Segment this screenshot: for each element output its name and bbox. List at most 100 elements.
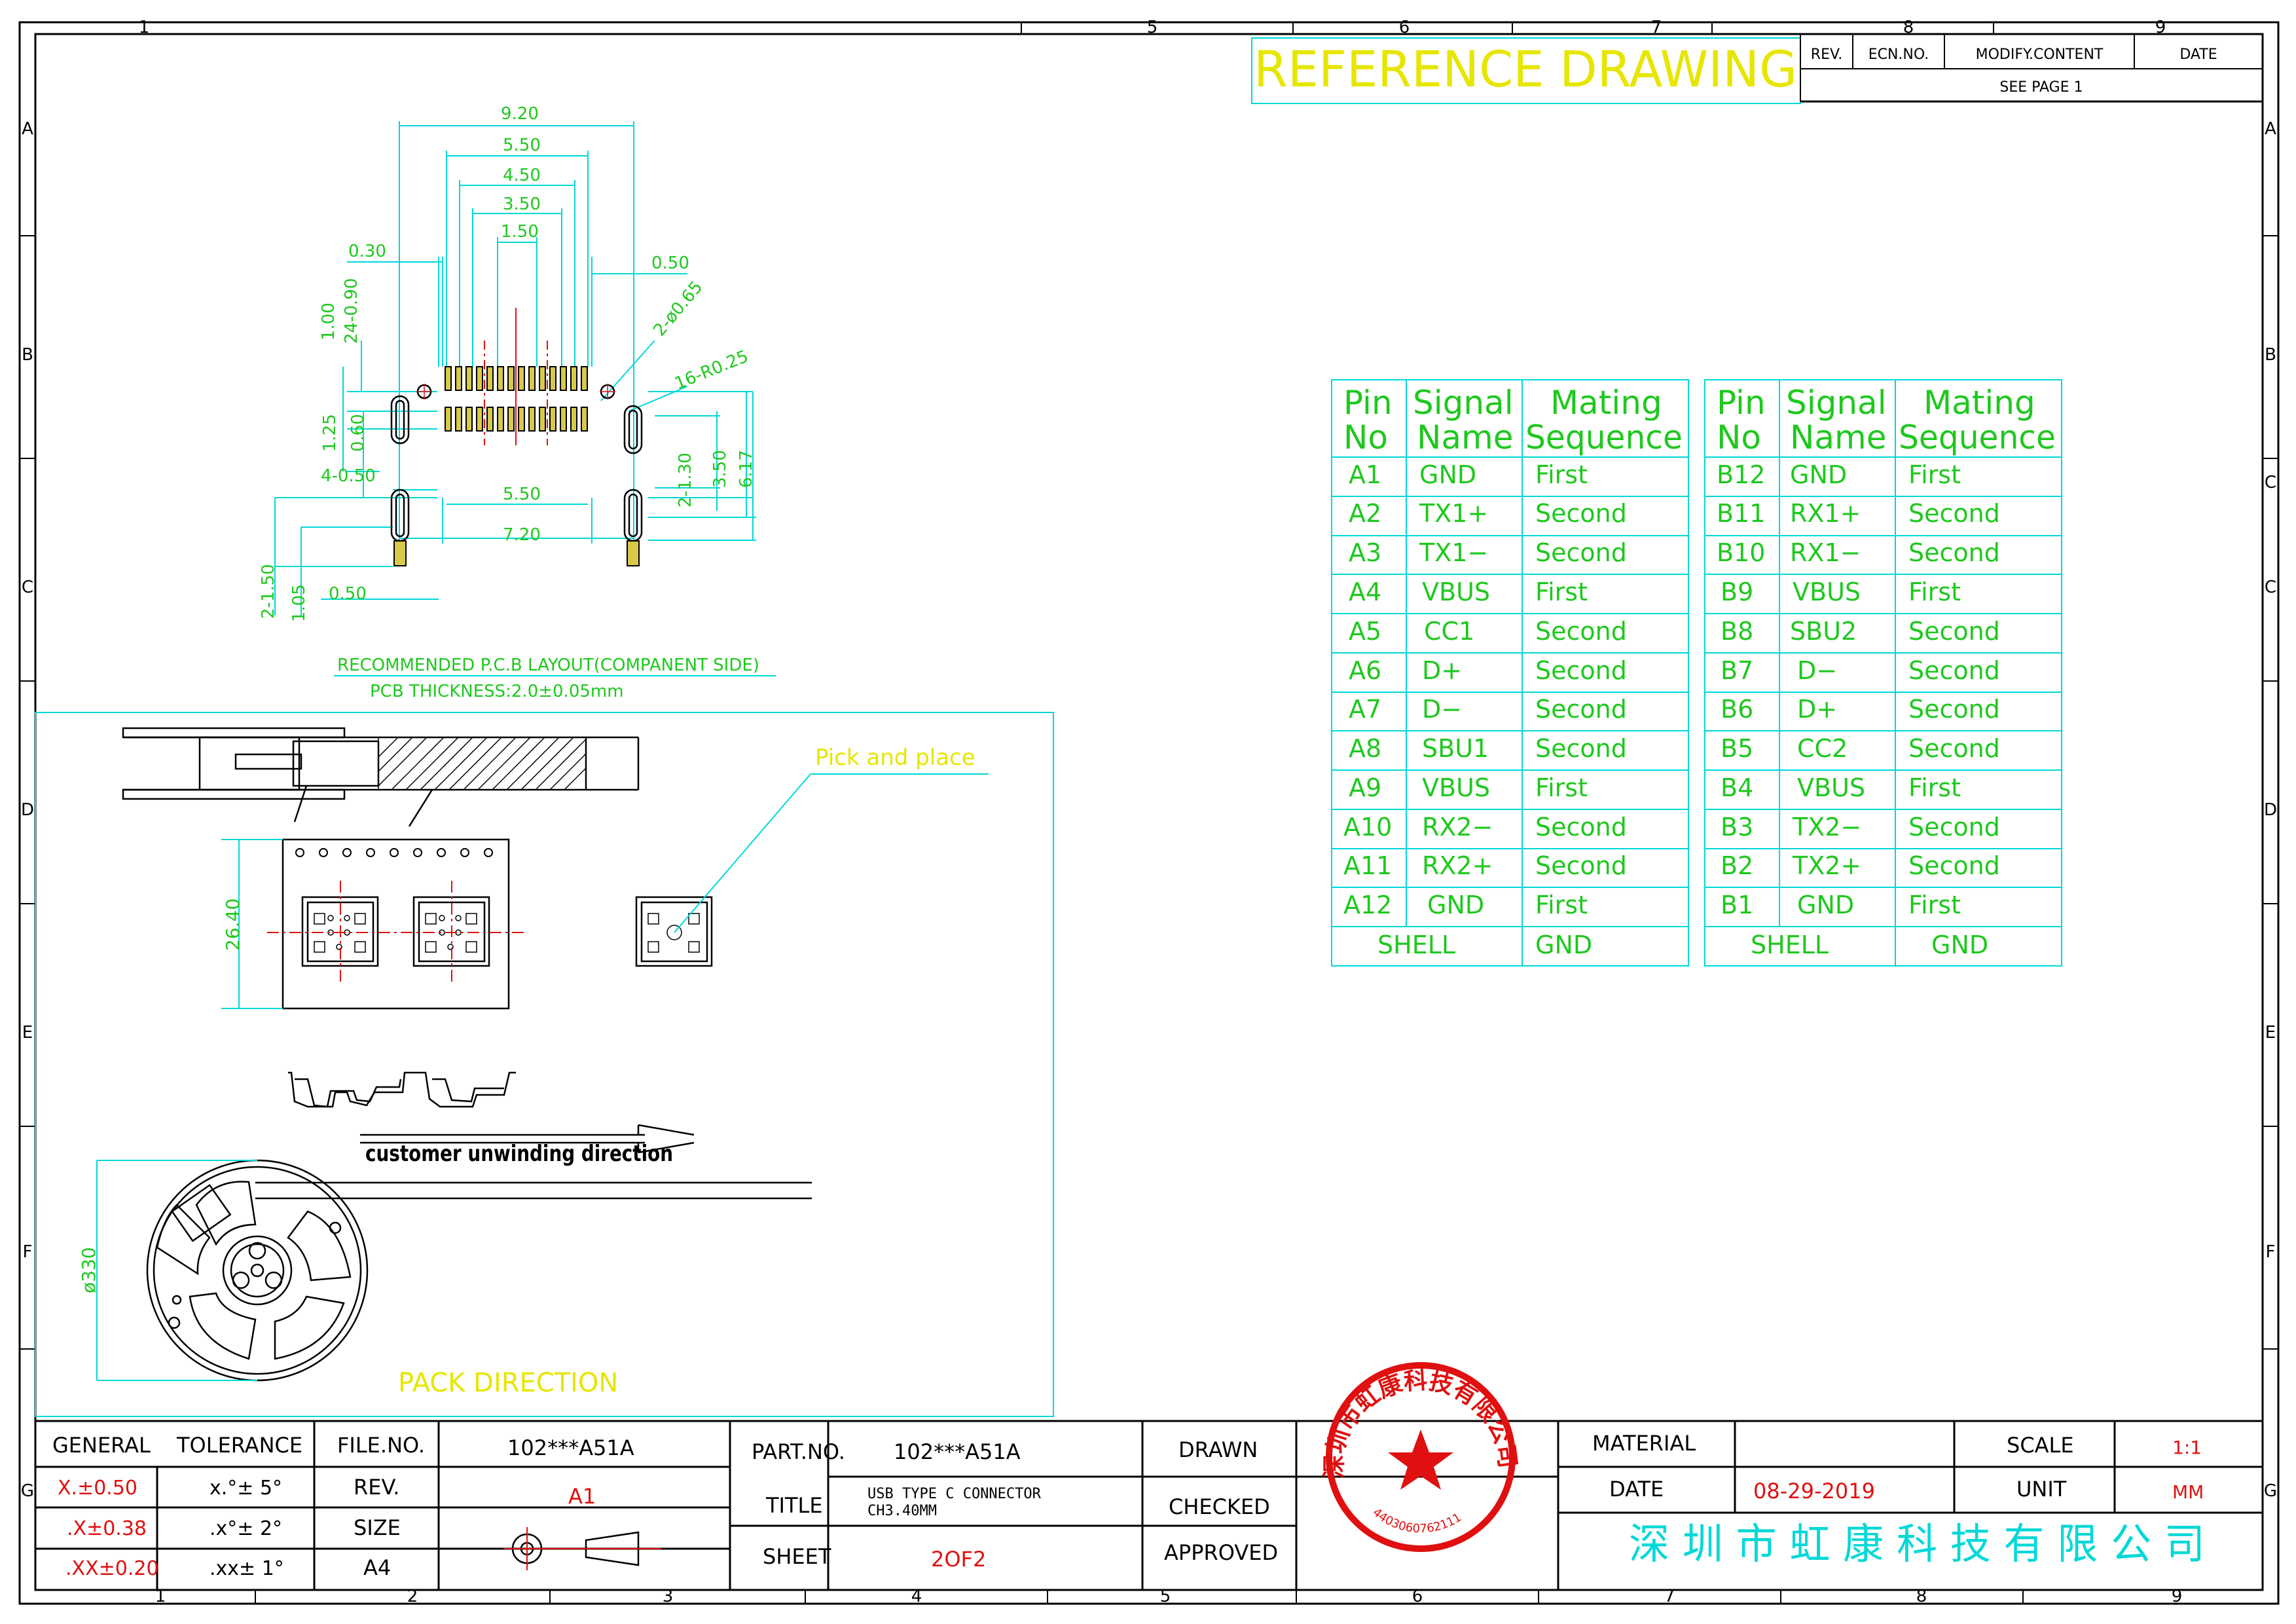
left-sequence: Second xyxy=(1535,538,1627,567)
zone-left-E: E xyxy=(22,1023,33,1043)
dim-16-r0-25: 16-R0.25 xyxy=(672,346,751,394)
pcb-thickness-note: PCB THICKNESS:2.0±0.05mm xyxy=(370,682,624,701)
dim-4-0-50: 4-0.50 xyxy=(321,466,376,486)
company-name: 深 圳 市 虹 康 科 技 有 限 公 司 xyxy=(1629,1521,2205,1569)
right-signal: D+ xyxy=(1797,695,1837,724)
zone-left-F: F xyxy=(23,1242,33,1262)
right-pin: B1 xyxy=(1721,891,1753,919)
right-pin: B10 xyxy=(1717,538,1765,567)
seal-number-text: 4403060762111 xyxy=(1370,1505,1464,1536)
dim-0-50-top: 0.50 xyxy=(651,253,689,273)
title-block-labels: GENERAL TOLERANCE X.±0.50 .X±0.38 .XX±0.… xyxy=(52,1431,2205,1580)
carrier-profile xyxy=(288,1071,516,1108)
left-signal: GND xyxy=(1419,460,1476,489)
dim-3-50-right: 3.50 xyxy=(710,450,730,488)
dim-7-20: 7.20 xyxy=(503,525,541,545)
left-pin: A7 xyxy=(1349,695,1381,724)
left-header-sequence: Sequence xyxy=(1525,418,1683,456)
part-no-label: PART.NO. xyxy=(752,1439,845,1464)
tolerance-x: X.±0.50 xyxy=(58,1477,137,1500)
right-header-name: Name xyxy=(1790,418,1887,456)
right-header-no: No xyxy=(1717,418,1761,456)
right-signal: GND xyxy=(1797,891,1854,919)
zone-right-B: B xyxy=(2265,345,2276,365)
left-shell-value: GND xyxy=(1535,931,1592,959)
dim-0-60: 0.60 xyxy=(348,414,368,452)
dim-6-17: 6.17 xyxy=(737,450,756,488)
part-no-value: 102***A51A xyxy=(894,1439,1021,1464)
left-sequence: First xyxy=(1535,891,1588,919)
zone-left-C: C xyxy=(22,578,33,597)
dim-1-50: 1.50 xyxy=(501,222,539,242)
dim-26-40: 26.40 xyxy=(222,898,244,951)
pack-direction-label: PACK DIRECTION xyxy=(398,1368,618,1398)
right-pin: B7 xyxy=(1721,656,1753,685)
sheet-label: SHEET xyxy=(763,1544,831,1569)
left-pin: A10 xyxy=(1343,813,1392,841)
right-pin: B6 xyxy=(1721,695,1753,724)
left-sequence: Second xyxy=(1535,617,1627,646)
right-header-sequence: Sequence xyxy=(1899,418,2056,456)
dim-2-1-50: 2-1.50 xyxy=(259,564,278,619)
zone-right-E: E xyxy=(2265,1023,2276,1043)
title-label: TITLE xyxy=(765,1493,823,1518)
tape-pocket-details xyxy=(314,913,700,953)
right-pin: B8 xyxy=(1721,617,1753,646)
size-label: SIZE xyxy=(354,1515,401,1540)
left-sequence: Second xyxy=(1535,695,1627,724)
pin-table-grid xyxy=(1331,379,2062,967)
dim-1-05: 1.05 xyxy=(289,584,309,622)
pin-table-headers: Pin No Signal Name Mating Sequence Pin N… xyxy=(1343,384,2056,456)
left-pin: A5 xyxy=(1349,617,1381,646)
left-header-mating: Mating xyxy=(1550,384,1662,422)
title-block: GENERAL TOLERANCE X.±0.50 .X±0.38 .XX±0.… xyxy=(35,1420,2263,1590)
zone-bottom-5: 5 xyxy=(1160,1587,1171,1606)
tape-top-view xyxy=(282,838,510,1010)
general-label: GENERAL xyxy=(52,1433,151,1458)
left-signal: RX2− xyxy=(1422,813,1493,841)
right-pin: B5 xyxy=(1721,734,1753,763)
right-pin: B9 xyxy=(1721,578,1753,606)
left-sequence: Second xyxy=(1535,656,1627,685)
right-sequence: Second xyxy=(1908,851,2000,880)
right-sequence: First xyxy=(1908,773,1961,802)
left-sequence: First xyxy=(1535,460,1588,489)
right-sequence: First xyxy=(1908,891,1961,919)
left-pin: A2 xyxy=(1349,499,1381,528)
zone-top-1: 1 xyxy=(139,18,150,37)
reference-drawing-title: REFERENCE DRAWING xyxy=(1254,40,1797,98)
zone-bottom-9: 9 xyxy=(2172,1587,2183,1606)
left-signal: TX1− xyxy=(1419,538,1488,567)
pcb-layout-drawing: 9.20 5.50 4.50 3.50 1.50 0.30 0.50 1.00 … xyxy=(259,104,776,701)
right-sequence: Second xyxy=(1908,617,2000,646)
size-value: A4 xyxy=(363,1555,391,1580)
tape-sprocket-holes xyxy=(295,848,493,857)
title-line-2: CH3.40MM xyxy=(867,1503,937,1519)
date-value: 08-29-2019 xyxy=(1753,1479,1875,1504)
right-pin: B11 xyxy=(1717,499,1765,528)
left-sequence: Second xyxy=(1535,499,1627,528)
left-pin: A4 xyxy=(1349,578,1381,606)
dim-2-1-30: 2-1.30 xyxy=(676,452,695,507)
pin-table: Pin No Signal Name Mating Sequence Pin N… xyxy=(1331,379,2062,967)
scale-value: 1:1 xyxy=(2172,1437,2202,1458)
pcb-centerlines xyxy=(484,308,548,445)
zone-right-C: C xyxy=(2265,473,2276,492)
right-header-signal: Signal xyxy=(1786,384,1887,422)
zone-left-G: G xyxy=(21,1481,34,1501)
right-signal: RX1− xyxy=(1790,538,1861,567)
zone-bottom-1: 1 xyxy=(155,1587,166,1606)
right-pin: B3 xyxy=(1721,813,1753,841)
left-pin: A8 xyxy=(1349,734,1381,763)
tape-side-view xyxy=(122,727,640,827)
right-signal: VBUS xyxy=(1797,773,1865,802)
left-header-no: No xyxy=(1343,418,1388,456)
pcb-pads-bottom-row xyxy=(445,407,588,432)
dim-5-50-top: 5.50 xyxy=(503,136,541,155)
dim-0-50-bottom: 0.50 xyxy=(329,584,367,604)
right-header-mating: Mating xyxy=(1923,384,2035,422)
left-pin: A12 xyxy=(1343,891,1392,919)
reel-view xyxy=(146,1159,812,1382)
right-pin: B4 xyxy=(1721,773,1753,802)
